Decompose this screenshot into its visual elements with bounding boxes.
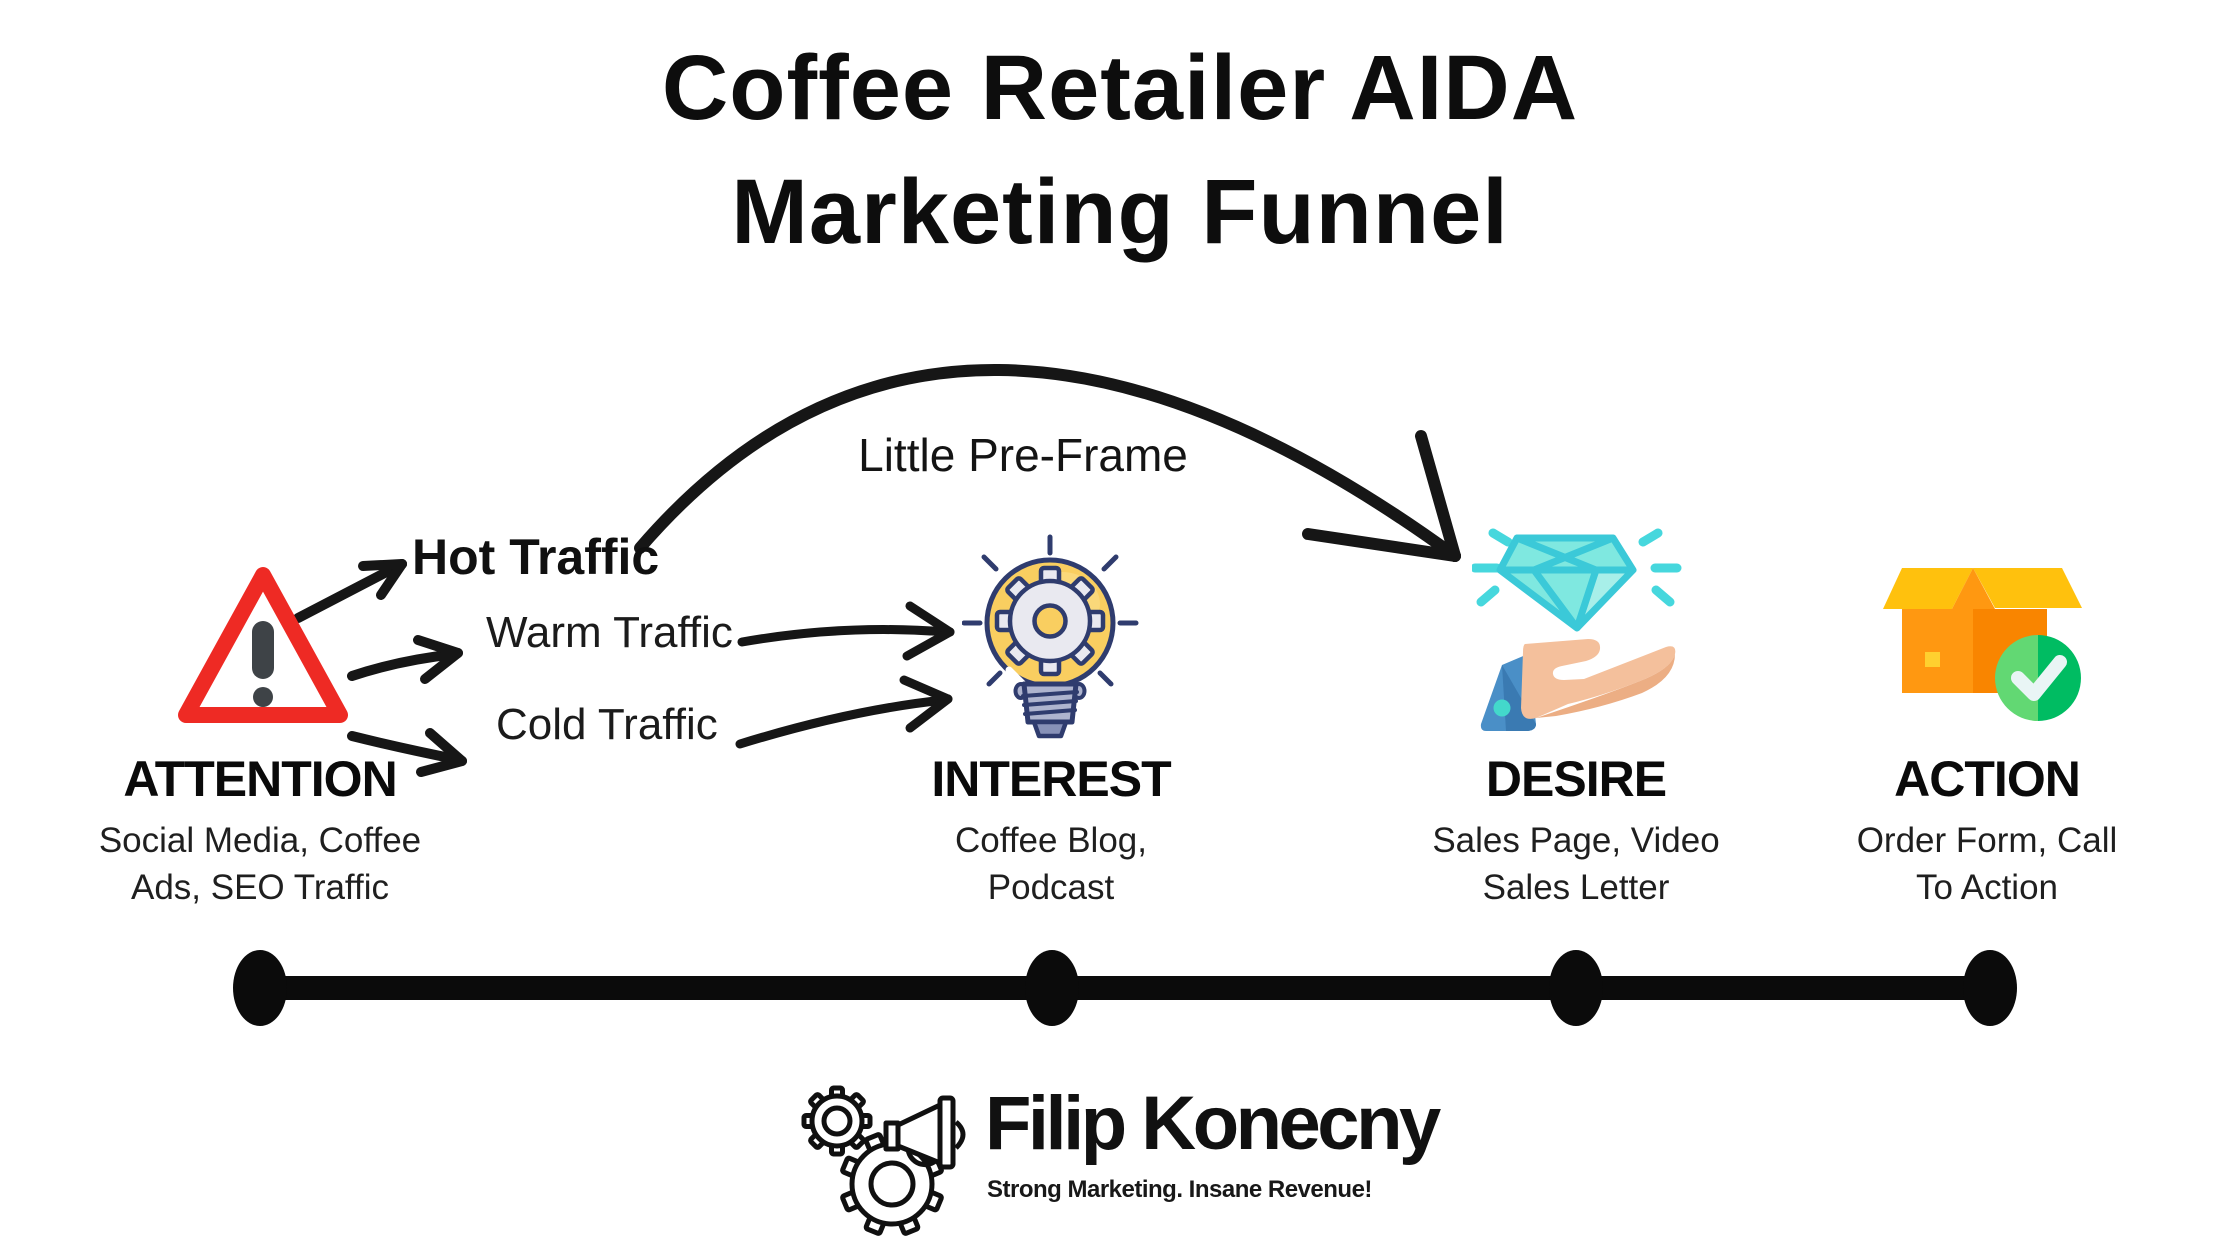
timeline-dot-interest [1025,950,1079,1026]
open-hand [1480,639,1676,731]
stage-interest-desc-line2: Podcast [987,868,1115,907]
check-badge [1995,635,2081,721]
arrow-triangle-to-hot [293,559,407,623]
preframe-label: Little Pre-Frame [858,429,1188,481]
stage-action: ACTION Order Form, Call To Action [1757,750,2217,911]
arrow-triangle-to-warm [347,635,463,684]
gears-megaphone-logo-icon [801,1085,966,1236]
stage-desire: DESIRE Sales Page, Video Sales Letter [1346,750,1806,911]
arrow-triangle-to-cold [347,728,467,777]
funnel-timeline [233,950,2017,1026]
arrow-cold-to-interest [735,675,953,749]
stage-action-desc-line1: Order Form, Call [1856,821,2118,860]
timeline-dot-desire [1549,950,1603,1026]
lightbulb-gear-icon [962,534,1139,739]
stage-attention-name: ATTENTION [123,751,397,807]
diamond-sparkles [1472,528,1682,607]
stage-desire-desc-line2: Sales Letter [1482,868,1670,907]
arrow-warm-to-interest [737,601,955,661]
timeline-dot-action [1963,950,2017,1026]
stage-interest-desc-line1: Coffee Blog, [955,821,1147,860]
diamond-in-hand-icon [1472,528,1682,731]
page-title-line1: Coffee Retailer AIDA [661,37,1579,139]
gear-inside-bulb [994,565,1106,677]
stage-desire-desc-line1: Sales Page, Video [1432,821,1720,860]
warning-triangle-icon [178,567,348,723]
warm-traffic-label: Warm Traffic [486,608,733,657]
preframe-arc-arrow [634,364,1461,562]
timeline-dot-attention [233,950,287,1026]
megaphone [883,1095,966,1170]
stage-interest-name: INTEREST [931,751,1171,807]
stage-action-desc-line2: To Action [1915,868,2059,907]
open-box-check-icon [1883,568,2082,721]
hot-traffic-label: Hot Traffic [412,529,660,585]
bulb-rays [962,534,1139,687]
stage-attention-desc-line2: Ads, SEO Traffic [130,868,390,907]
stage-desire-name: DESIRE [1485,751,1667,807]
stage-attention: ATTENTION Social Media, Coffee Ads, SEO … [30,750,490,911]
stage-attention-desc-line1: Social Media, Coffee [98,821,422,860]
small-gear [801,1085,873,1157]
brand-name: Filip Konecny [985,1081,1441,1166]
diamond [1496,534,1637,632]
brand-tagline: Strong Marketing. Insane Revenue! [987,1176,1372,1203]
page-title: Coffee Retailer AIDA Marketing Funnel [0,26,2240,274]
stage-action-name: ACTION [1894,751,2081,807]
page-title-line2: Marketing Funnel [731,161,1509,263]
cold-traffic-label: Cold Traffic [496,700,718,749]
stage-interest: INTEREST Coffee Blog, Podcast [821,750,1281,911]
